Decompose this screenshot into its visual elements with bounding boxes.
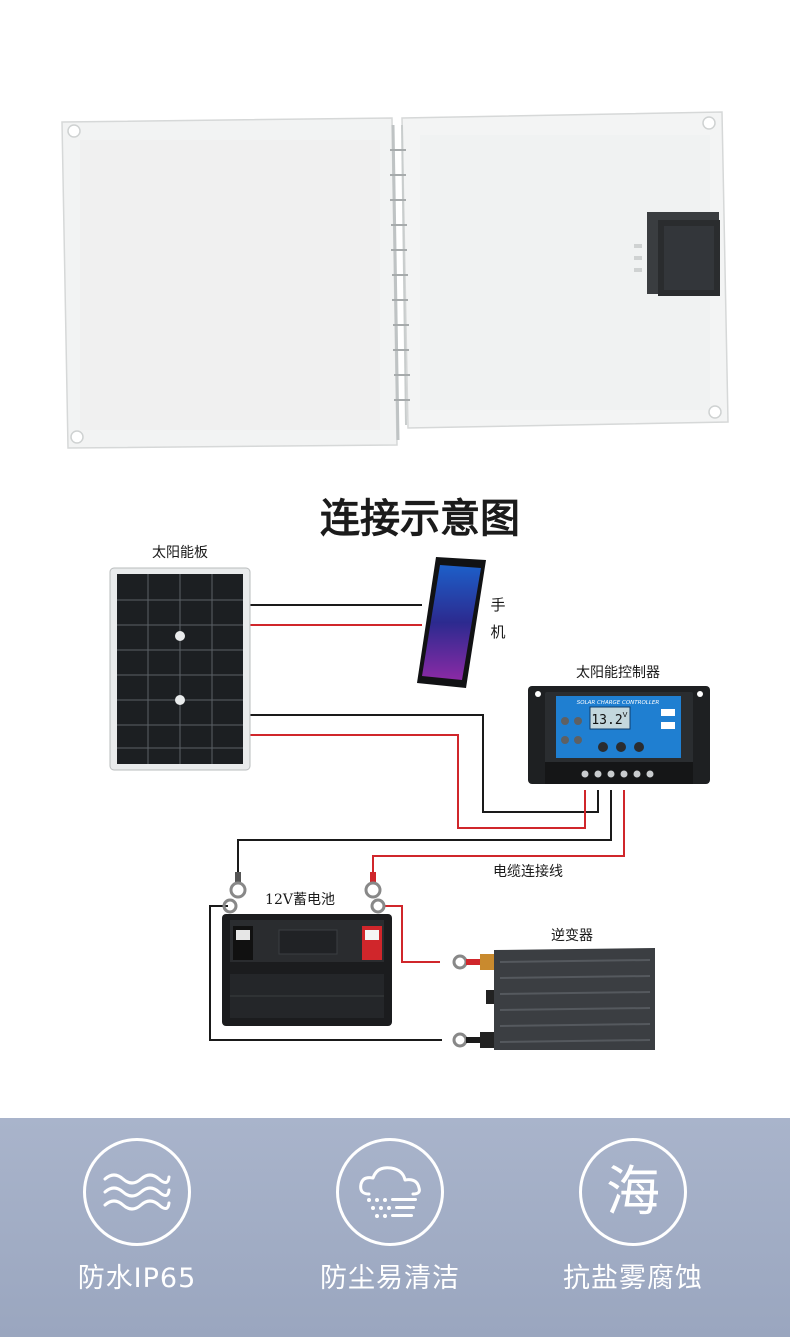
- inverter-positive-wire: [384, 905, 440, 963]
- phone-label-1: 手: [490, 596, 505, 614]
- panel-negative-wire: [250, 714, 599, 813]
- sea-glyph: 海: [606, 1160, 660, 1223]
- foldable-panel-photo: [61, 111, 729, 449]
- feature-band: 防水IP65 防尘易清洁 海 抗盐雾腐蚀: [0, 1118, 790, 1337]
- inverter: 逆变器: [452, 928, 655, 1050]
- inverter-ring-terminals: [452, 954, 494, 1048]
- controller-display-unit: V: [623, 711, 628, 719]
- battery-ring-terminals: [222, 872, 386, 914]
- phone: 手 机: [417, 557, 506, 688]
- solar-panel: 太阳能板: [109, 545, 251, 771]
- junction-box: [634, 212, 720, 296]
- battery: 12V蓄电池: [222, 872, 392, 1026]
- feature-salt-resistant: 海 抗盐雾腐蚀: [553, 1138, 713, 1295]
- diagram-title: 连接示意图: [320, 496, 520, 542]
- feature-label: 防尘易清洁: [320, 1263, 460, 1294]
- water-waves-icon: [83, 1138, 191, 1246]
- battery-positive-wire: [372, 790, 625, 880]
- controller-header: SOLAR CHARGE CONTROLLER: [577, 700, 660, 706]
- connection-diagram: 连接示意图 太阳能板 手 机 太阳: [61, 111, 729, 1050]
- wires: [209, 604, 625, 1041]
- feature-label: 防水IP65: [77, 1263, 197, 1294]
- charge-controller: 太阳能控制器 SOLAR CHARGE CONTROLLER 13.2 V: [528, 665, 710, 784]
- battery-label: 12V蓄电池: [265, 892, 335, 908]
- inverter-negative-wire: [209, 905, 442, 1041]
- feature-waterproof: 防水IP65: [57, 1138, 217, 1295]
- panel-positive-wire: [250, 734, 586, 829]
- feature-label: 抗盐雾腐蚀: [563, 1263, 703, 1294]
- battery-negative-wire: [237, 790, 612, 880]
- hinge: [390, 124, 410, 441]
- solar-panel-label: 太阳能板: [152, 545, 208, 561]
- cable-label: 电缆连接线: [493, 863, 563, 880]
- sea-character-icon: 海: [579, 1138, 687, 1246]
- phone-label-2: 机: [490, 623, 505, 641]
- controller-display: 13.2: [591, 713, 622, 728]
- dust-cloud-icon: [336, 1138, 444, 1246]
- controller-label: 太阳能控制器: [576, 665, 660, 681]
- inverter-label: 逆变器: [551, 928, 593, 944]
- feature-dustproof: 防尘易清洁: [310, 1138, 470, 1295]
